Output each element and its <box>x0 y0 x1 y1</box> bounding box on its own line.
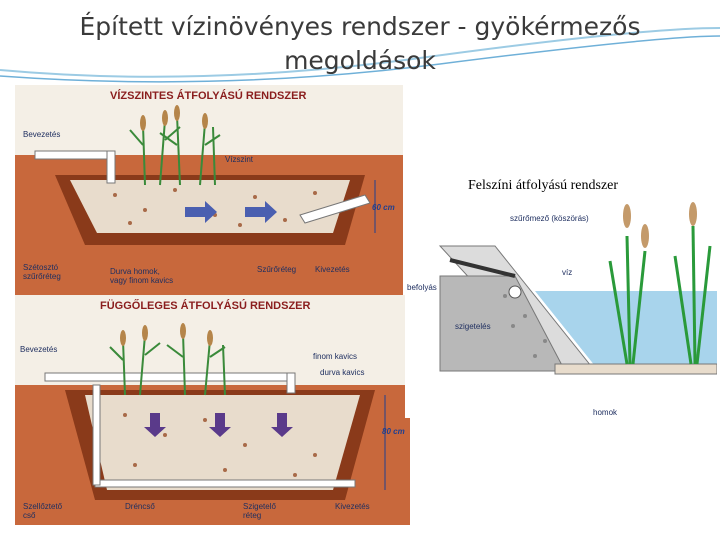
vertical-flow-diagram: FÜGGŐLEGES ÁTFOLYÁSÚ RENDSZER Bevezetés … <box>15 295 410 525</box>
inlet-label: Bevezetés <box>20 345 58 354</box>
insulation-label: Szigetelő réteg <box>243 502 276 520</box>
depth-label: 60 cm <box>372 203 395 212</box>
horizontal-header: VÍZSZINTES ÁTFOLYÁSÚ RENDSZER <box>110 90 307 102</box>
filter-field-label: szűrőmező (köszörás) <box>510 214 589 223</box>
surface-header: Felszíni átfolyású rendszer <box>468 178 619 193</box>
water-label: víz <box>562 268 573 277</box>
gravel-bed <box>85 395 360 490</box>
outlet-pipe <box>299 194 371 224</box>
inlet-pipe <box>34 150 116 160</box>
inlet-pipe <box>44 372 296 382</box>
water-level-label: Vízszint <box>225 155 254 164</box>
depth-label: 80 cm <box>382 427 405 436</box>
slide-title: Épített vízinövényes rendszer - gyökérme… <box>0 10 720 78</box>
vertical-flow-illustration <box>15 295 410 525</box>
slide-title-line1: Épített vízinövényes rendszer - gyökérme… <box>79 12 641 41</box>
horizontal-flow-diagram: VÍZSZINTES ÁTFOLYÁSÚ RENDSZER Bevezetés … <box>15 85 403 295</box>
drain-pipe <box>94 479 356 488</box>
title-swoosh-decoration <box>0 27 720 83</box>
coarse-gravel-label: durva kavics <box>320 368 365 377</box>
sand-layer <box>554 363 718 375</box>
surface-flow-diagram: szűrőmező (köszörás) víz befolyás sziget… <box>405 196 718 418</box>
drain-pipe-label: Dréncső <box>125 502 155 511</box>
sand-label: homok <box>593 408 618 417</box>
vent-pipe-label: Szellőztető cső <box>23 502 63 520</box>
inflow-pipe <box>449 258 516 278</box>
vertical-header: FÜGGŐLEGES ÁTFOLYÁSÚ RENDSZER <box>100 300 311 312</box>
filter-layer-label: Szűrőréteg <box>257 265 297 274</box>
distributor-label: Szétosztó szűrőréteg <box>23 263 61 281</box>
inlet-label: Bevezetés <box>23 130 61 139</box>
horizontal-flow-illustration <box>15 85 403 295</box>
sand-label: Durva homok, vagy finom kavics <box>110 267 174 285</box>
water-body <box>535 291 717 366</box>
slide-title-line2: megoldások <box>284 46 436 75</box>
outlet-label: Kivezetés <box>315 265 350 274</box>
insulation-label: szigetelés <box>455 322 491 331</box>
outlet-label: Kivezetés <box>335 502 370 511</box>
fine-gravel-label: finom kavics <box>313 352 358 361</box>
surface-flow-illustration <box>405 196 718 418</box>
inflow-label: befolyás <box>407 283 437 292</box>
